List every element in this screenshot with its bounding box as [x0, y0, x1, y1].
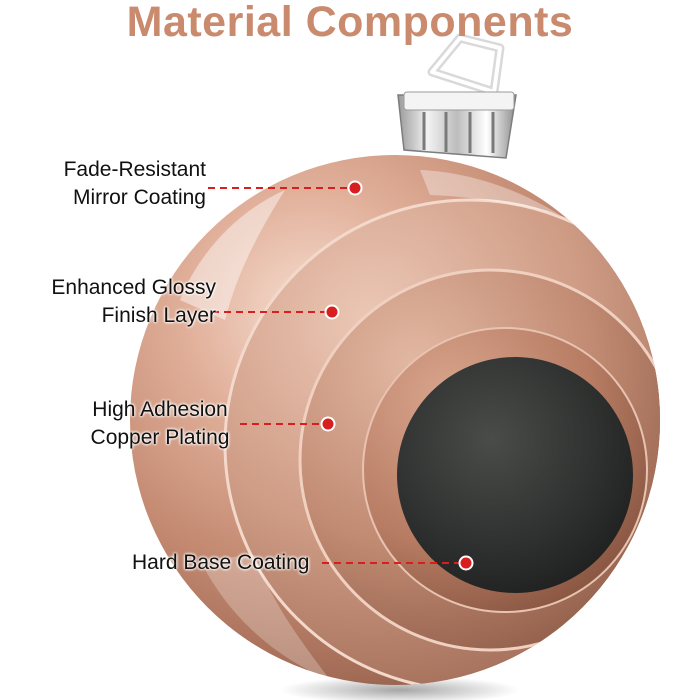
pointer-glossy-layer-dot [326, 306, 338, 318]
label-copper-plating-line2: Copper Plating [90, 426, 230, 449]
label-mirror-coating-line1: Fade-Resistant [63, 158, 206, 181]
pointer-lines [208, 180, 474, 571]
label-mirror-coating: Fade-Resistant Mirror Coating [30, 156, 206, 212]
highlight-left [180, 190, 285, 320]
highlight-top [420, 170, 560, 215]
label-base-coating: Hard Base Coating [132, 549, 309, 577]
label-copper-plating: High Adhesion Copper Plating [76, 396, 244, 452]
pointer-copper-plating-dot [322, 418, 334, 430]
ornament-cap [397, 33, 517, 159]
highlight-bottom [200, 555, 330, 680]
label-glossy-layer-line1: Enhanced Glossy [51, 276, 216, 299]
label-glossy-layer-line2: Finish Layer [101, 304, 216, 327]
pointer-mirror-coating-dot [349, 182, 361, 194]
label-copper-plating-line1: High Adhesion [92, 398, 228, 421]
label-base-coating-line1: Hard Base Coating [132, 551, 310, 574]
label-glossy-layer: Enhanced Glossy Finish Layer [20, 274, 216, 330]
label-mirror-coating-line2: Mirror Coating [72, 186, 206, 209]
pointer-base-coating-dot [460, 557, 472, 569]
ornament-shadow [280, 676, 520, 700]
diagram-title: Material Components [126, 0, 574, 46]
ornament-core [397, 357, 633, 593]
